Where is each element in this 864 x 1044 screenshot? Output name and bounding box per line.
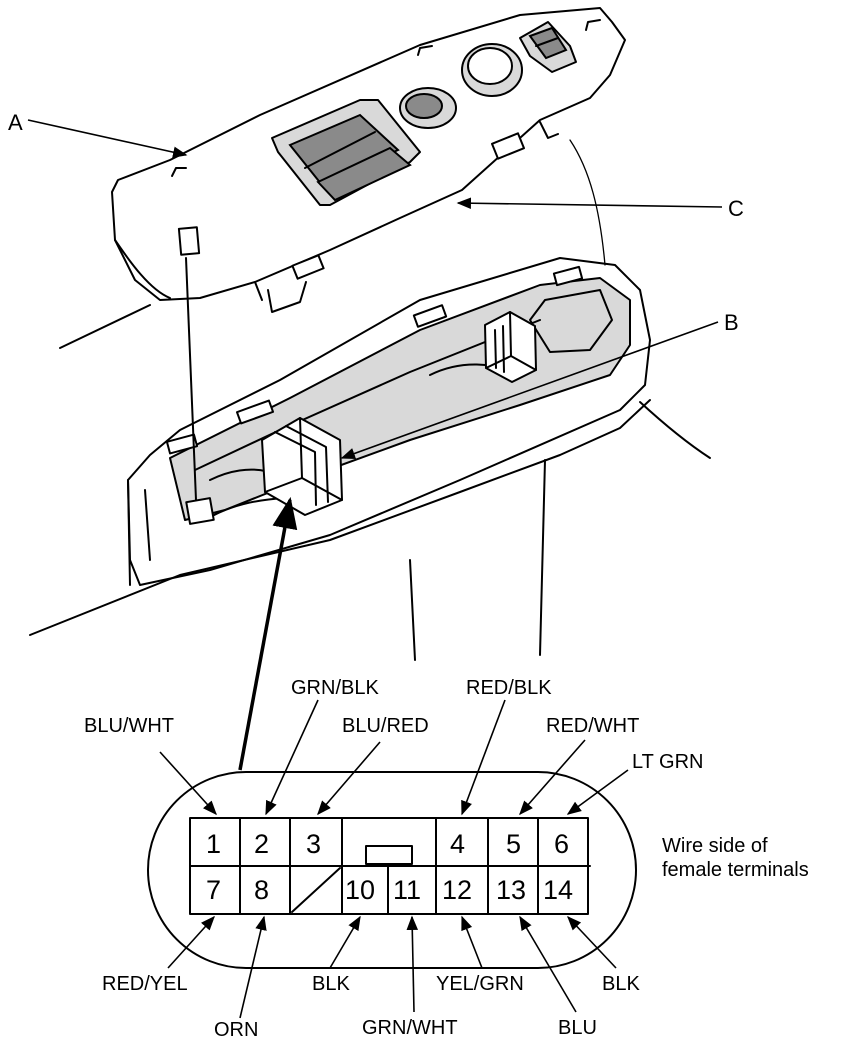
callout-c: C [728, 196, 744, 221]
wire-label-4: RED/BLK [466, 677, 552, 699]
callout-a: A [8, 110, 23, 135]
note-line-2: female terminals [662, 859, 809, 881]
wire-label-3: BLU/RED [342, 715, 429, 737]
wire-label-7: RED/YEL [102, 973, 188, 995]
terminal-8: 8 [254, 875, 269, 905]
terminal-14: 14 [543, 875, 573, 905]
terminal-13: 13 [496, 875, 526, 905]
callout-b: B [724, 310, 739, 335]
terminal-5: 5 [506, 829, 521, 859]
terminal-2: 2 [254, 829, 269, 859]
wire-label-2: GRN/BLK [291, 677, 379, 699]
terminal-4: 4 [450, 829, 465, 859]
wire-label-10: BLK [312, 973, 350, 995]
terminal-3: 3 [306, 829, 321, 859]
terminal-10: 10 [345, 875, 375, 905]
connector-b [261, 417, 343, 516]
wire-label-5: RED/WHT [546, 715, 639, 737]
terminal-11: 11 [393, 875, 421, 905]
wire-label-6: LT GRN [632, 751, 704, 773]
wire-label-11: GRN/WHT [362, 1017, 458, 1039]
terminal-7: 7 [206, 875, 221, 905]
switch-panel-a [111, 7, 626, 313]
connector-small [484, 311, 537, 383]
wire-label-1: BLU/WHT [84, 715, 174, 737]
terminal-6: 6 [554, 829, 569, 859]
note-line-1: Wire side of [662, 835, 768, 857]
terminal-1: 1 [206, 829, 221, 859]
wire-label-14: BLK [602, 973, 640, 995]
wire-label-12: YEL/GRN [436, 973, 524, 995]
door-armrest-illustration [29, 139, 711, 661]
connector-face [147, 771, 637, 969]
wire-label-13: BLU [558, 1017, 597, 1039]
terminal-12: 12 [442, 875, 472, 905]
wire-label-8: ORN [214, 1019, 258, 1041]
